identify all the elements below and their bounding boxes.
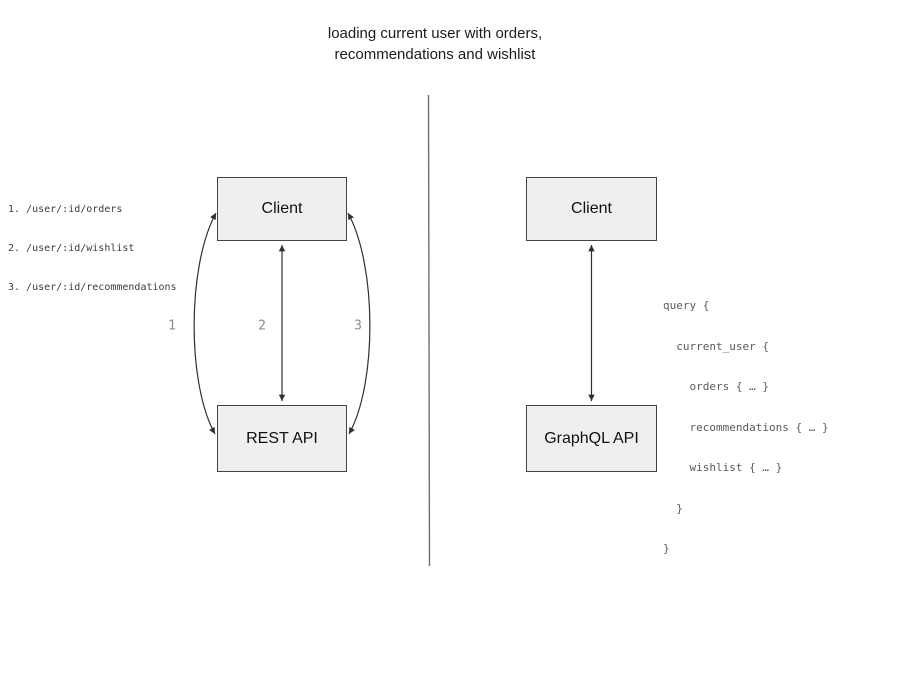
client-node-rest: Client xyxy=(217,177,347,241)
query-line: } xyxy=(663,542,670,555)
rest-endpoint-list: 1. /user/:id/orders 2. /user/:id/wishlis… xyxy=(8,177,177,320)
query-line: recommendations { … } xyxy=(663,420,829,434)
rest-api-node: REST API xyxy=(217,405,347,472)
panel-divider-line xyxy=(427,94,431,567)
rest-endpoint-recommendations: 3. /user/:id/recommendations xyxy=(8,282,177,293)
rest-arrow-label-1: 1 xyxy=(168,318,176,334)
query-line: wishlist { … } xyxy=(663,461,783,474)
rest-request-arrow-1 xyxy=(193,212,217,435)
diagram-title: loading current user with orders, recomm… xyxy=(327,25,543,63)
rest-endpoint-orders: 1. /user/:id/orders xyxy=(8,204,123,215)
query-line: } xyxy=(663,501,683,515)
rest-endpoint-wishlist: 2. /user/:id/wishlist xyxy=(8,243,135,254)
query-line: query { xyxy=(663,299,710,312)
query-line: current_user { xyxy=(663,339,769,353)
graphql-query-snippet: query { current_user { orders { … } reco… xyxy=(663,272,829,583)
graphql-api-node: GraphQL API xyxy=(526,405,657,472)
rest-arrow-label-3: 3 xyxy=(354,318,362,334)
query-line: orders { … } xyxy=(663,380,769,393)
client-node-graphql: Client xyxy=(526,177,657,241)
rest-arrow-label-2: 2 xyxy=(258,318,266,334)
